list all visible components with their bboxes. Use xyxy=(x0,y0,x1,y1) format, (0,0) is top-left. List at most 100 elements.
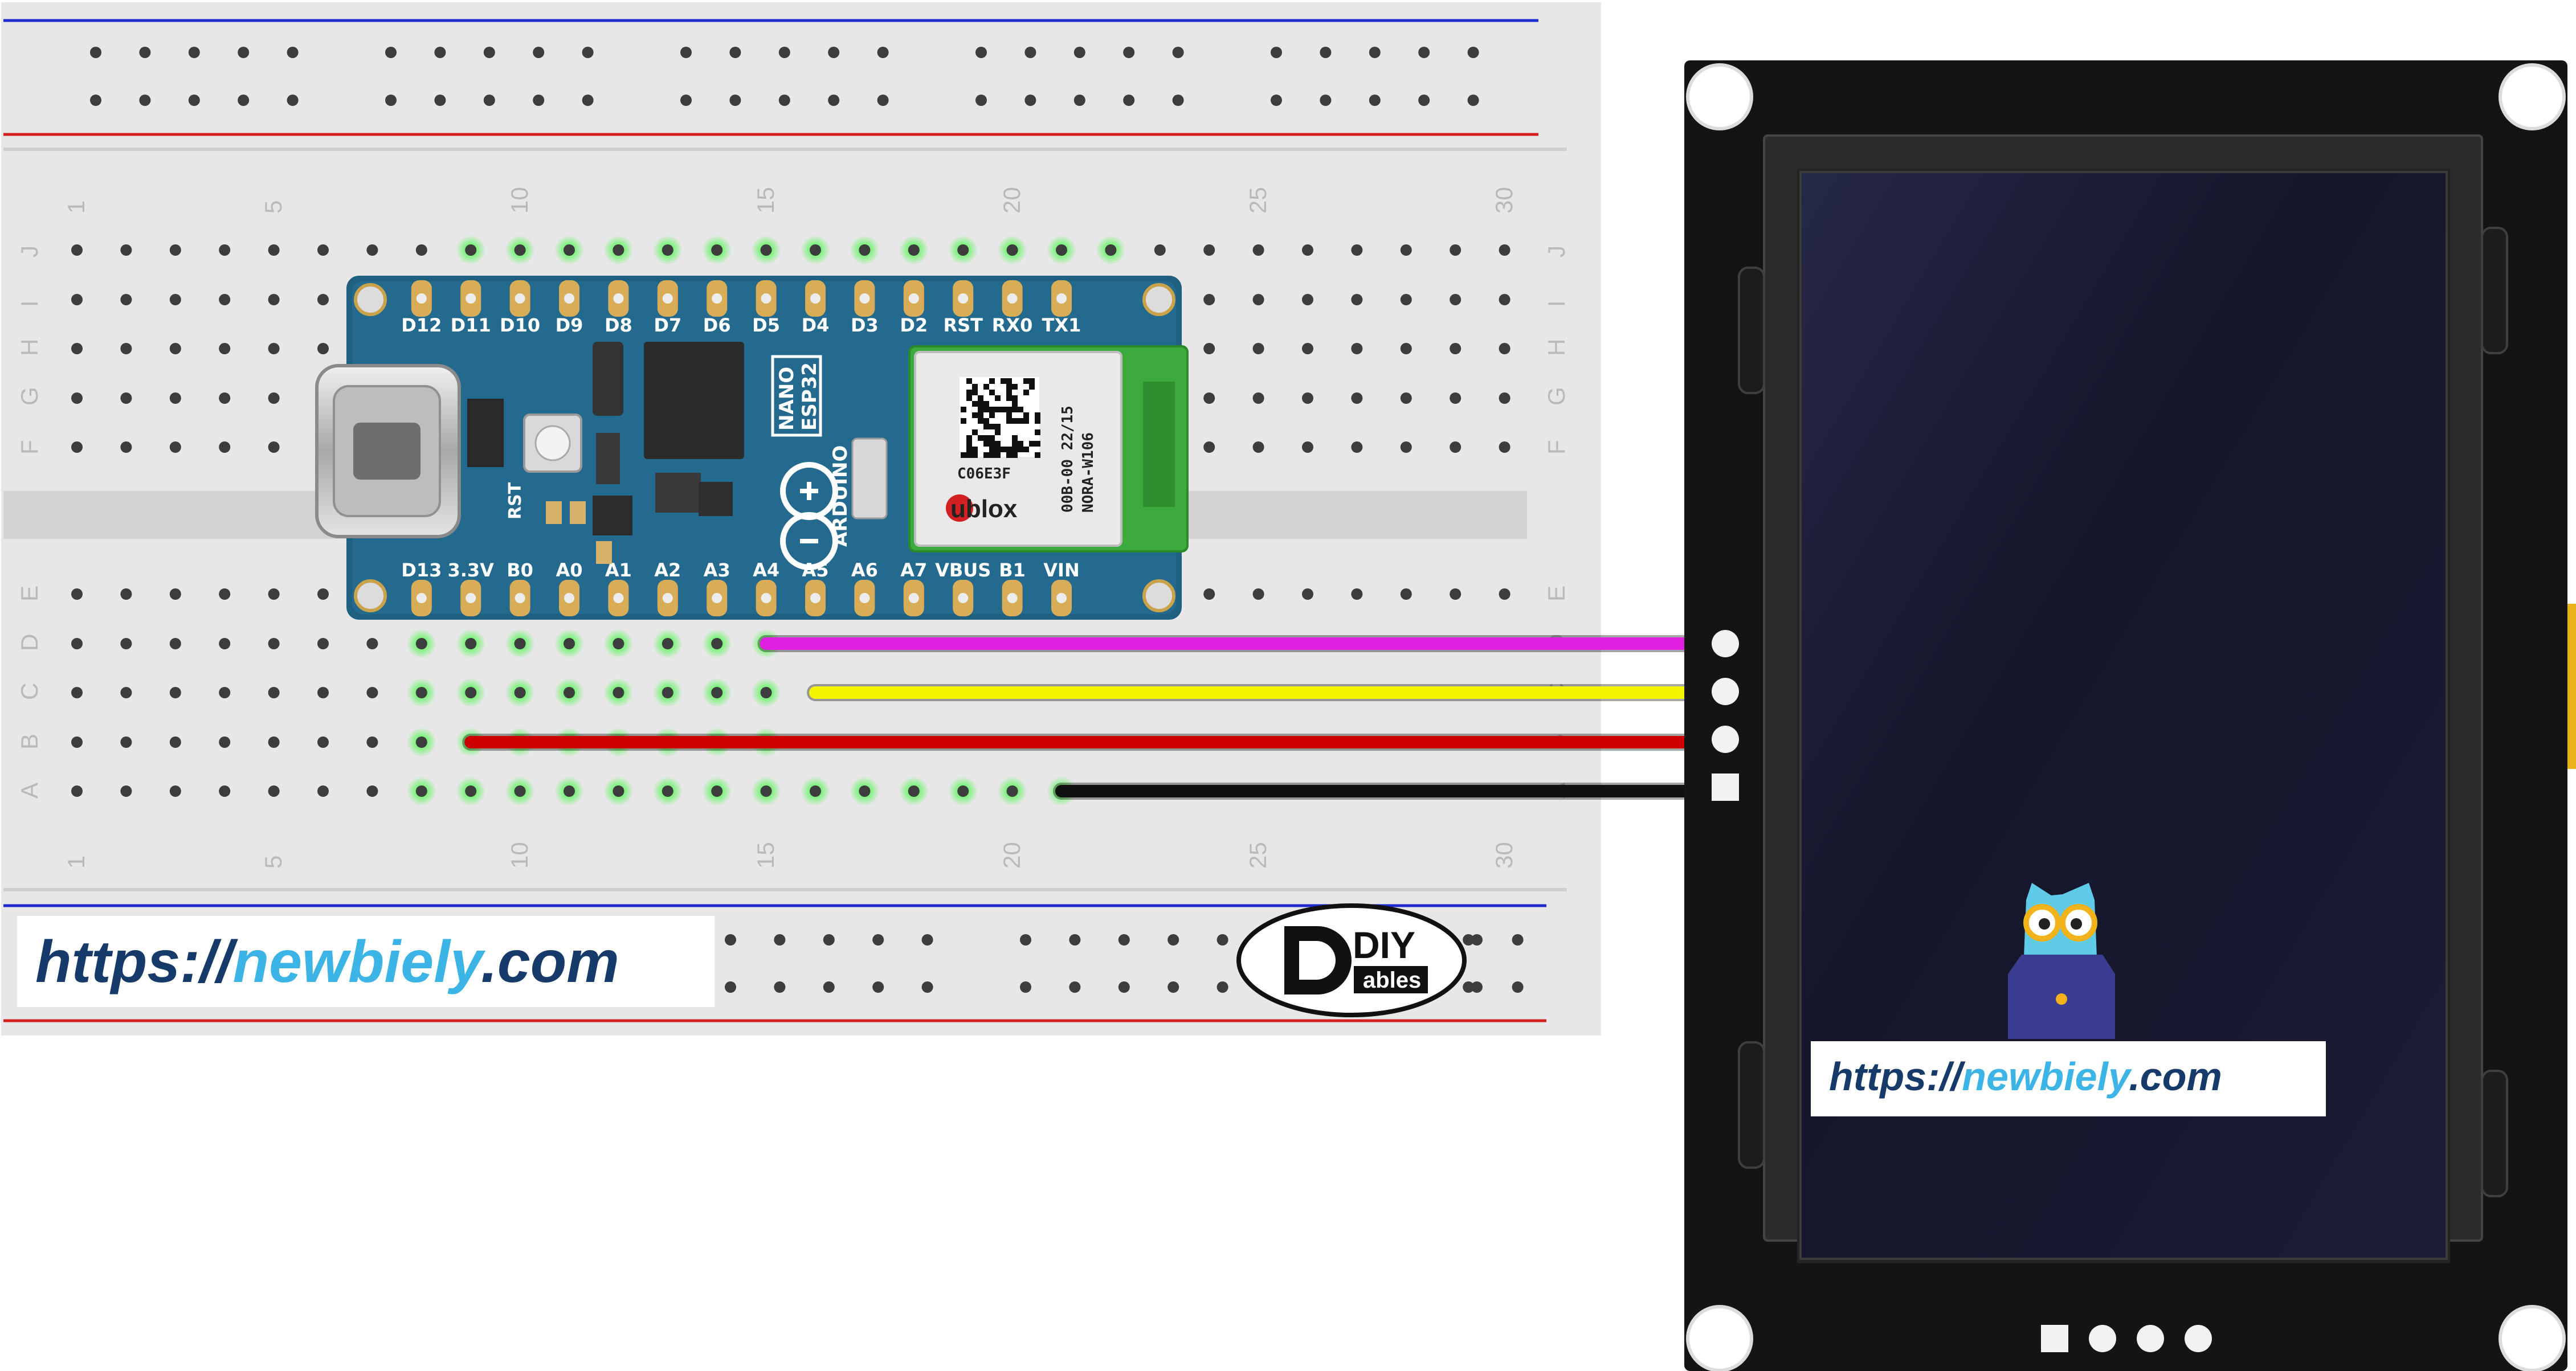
qr-cell xyxy=(1023,390,1029,395)
qr-cell xyxy=(995,429,1001,435)
qr-cell xyxy=(983,441,989,447)
rail-hole xyxy=(680,95,692,106)
bottom-pin-label: A2 xyxy=(654,559,681,581)
breadboard-hole xyxy=(366,638,378,649)
column-numbers-bottom: 1 5 10 15 20 25 30 xyxy=(63,842,1517,869)
qr-cell xyxy=(1018,418,1023,424)
breadboard-hole xyxy=(711,244,723,256)
rail-hole xyxy=(1118,981,1130,993)
row-letter: F xyxy=(16,440,43,455)
top-pin-label: D5 xyxy=(752,314,780,336)
row-letter: B xyxy=(16,734,43,750)
row-letter: C xyxy=(16,683,43,700)
breadboard-hole xyxy=(219,785,231,797)
rail-hole xyxy=(1069,934,1081,946)
breadboard-hole xyxy=(1351,244,1363,256)
rail-hole xyxy=(725,981,736,993)
breadboard-hole xyxy=(1351,392,1363,404)
main-chip xyxy=(644,342,744,459)
top-pin-label: D7 xyxy=(654,314,681,336)
breadboard-hole xyxy=(415,687,427,698)
rail-hole xyxy=(434,95,446,106)
diyables-logo-band xyxy=(1354,966,1428,993)
rail-hole xyxy=(823,934,835,946)
col-number: 20 xyxy=(998,187,1025,214)
pin-pad-hole xyxy=(613,293,624,304)
qr-cell xyxy=(1029,441,1035,447)
qr-cell xyxy=(1012,452,1018,458)
rail-hole xyxy=(1471,981,1483,993)
pin-pad-hole xyxy=(859,293,870,304)
col-number: 5 xyxy=(260,200,287,214)
breadboard-hole xyxy=(514,785,526,797)
rail-hole xyxy=(778,47,790,58)
display-url-name: newbiely xyxy=(1962,1054,2132,1099)
bottom-pin-label: A0 xyxy=(556,559,582,581)
display-url-prefix: https:// xyxy=(1829,1054,1966,1099)
breadboard-hole xyxy=(71,244,83,256)
breadboard-hole xyxy=(1499,343,1511,354)
breadboard-hole xyxy=(1006,785,1018,797)
breadboard-hole xyxy=(71,392,83,404)
breadboard-hole xyxy=(317,736,329,748)
rail-hole xyxy=(1020,981,1031,993)
breadboard-hole xyxy=(613,244,624,256)
display-pin xyxy=(1712,726,1739,753)
qr-code-cells xyxy=(961,378,1040,458)
breadboard-hole xyxy=(465,785,477,797)
qr-cell xyxy=(1023,412,1029,418)
breadboard-hole xyxy=(71,343,83,354)
breadboard-hole xyxy=(1252,343,1264,354)
display-pin xyxy=(1712,630,1739,657)
watermark-box xyxy=(17,916,715,1007)
breadboard-hole xyxy=(415,785,427,797)
breadboard-hole xyxy=(268,441,280,453)
rail-hole xyxy=(1320,47,1332,58)
smd-resistor xyxy=(546,501,562,524)
qr-cell xyxy=(1012,447,1018,452)
breadboard-hole xyxy=(1203,244,1215,256)
breadboard-hole xyxy=(1351,294,1363,305)
breadboard-hole xyxy=(1252,588,1264,600)
qr-cell xyxy=(978,401,983,407)
wires xyxy=(462,635,1695,800)
row-letter: J xyxy=(16,245,43,257)
breadboard-hole xyxy=(169,785,181,797)
row-letter: I xyxy=(1543,300,1570,307)
breadboard-hole xyxy=(1302,343,1313,354)
breadboard-hole xyxy=(120,294,132,305)
display-mount-hole xyxy=(1686,63,1753,130)
breadboard-hole xyxy=(1203,441,1215,453)
pin-pad-hole xyxy=(466,293,476,304)
breadboard-hole xyxy=(169,244,181,256)
pin-pad-hole xyxy=(515,593,525,603)
display-pin xyxy=(1712,678,1739,705)
display-pin xyxy=(2041,1325,2068,1352)
breadboard-hole xyxy=(219,343,231,354)
qr-cell xyxy=(1006,378,1012,384)
smd-component xyxy=(593,342,623,416)
breadboard-hole xyxy=(1450,588,1461,600)
col-number: 5 xyxy=(260,856,287,869)
qr-cell xyxy=(1012,395,1018,401)
top-pin-label: D11 xyxy=(451,314,491,336)
pin-pad-hole xyxy=(1056,293,1067,304)
pin-pad-hole xyxy=(908,293,919,304)
qr-cell xyxy=(1023,378,1029,384)
breadboard-hole xyxy=(366,736,378,748)
mount-hole xyxy=(1142,283,1175,316)
qr-cell xyxy=(1006,390,1012,395)
qr-cell xyxy=(972,429,978,435)
breadboard-hole xyxy=(662,638,673,649)
breadboard-hole xyxy=(564,785,575,797)
rail-hole xyxy=(287,47,299,58)
rail-hole xyxy=(434,47,446,58)
rail-hole xyxy=(921,934,933,946)
rail-hole xyxy=(188,47,200,58)
reset-button-cap[interactable] xyxy=(534,425,571,461)
qr-cell xyxy=(972,390,978,395)
smd-component xyxy=(596,433,620,484)
breadboard-hole xyxy=(564,638,575,649)
column-numbers-top: 1 5 10 15 20 25 30 xyxy=(63,187,1517,214)
